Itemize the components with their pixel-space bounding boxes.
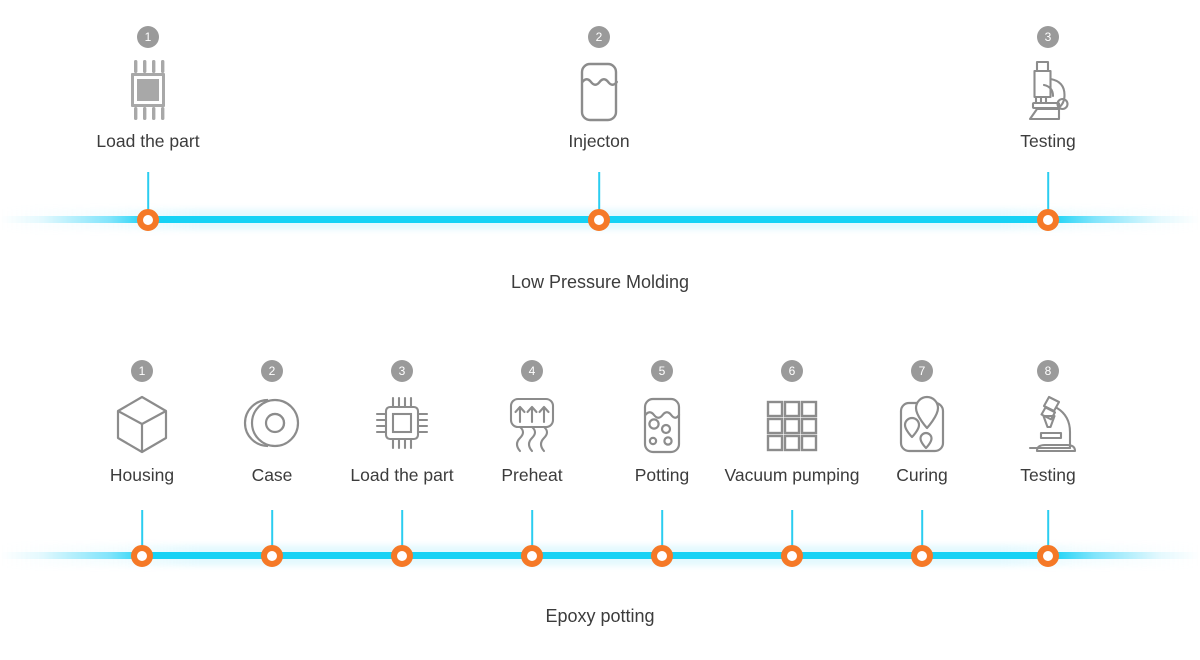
step-label: Injecton [568,131,630,151]
grid-squares-icon [702,389,882,457]
step-label: Testing [1020,465,1076,485]
timeline-section-low-pressure-molding: 1 Load the part 2 [0,0,1200,320]
timeline-node[interactable] [521,545,543,567]
step-label: Case [251,465,293,485]
step-number-badge: 2 [261,360,283,382]
stem-connector [531,510,533,554]
stem-connector [598,172,600,216]
timeline-step[interactable]: 2 Case [182,360,362,485]
section-caption: Low Pressure Molding [510,272,690,292]
step-number-badge: 1 [131,360,153,382]
step-number-badge: 2 [588,26,610,48]
reel-icon [182,389,362,457]
timeline-node[interactable] [1037,545,1059,567]
heater-arrows-icon [442,389,622,457]
step-label: Housing [109,465,175,485]
step-label: Vacuum pumping [724,465,860,485]
step-number-badge: 3 [1037,26,1059,48]
timeline-node[interactable] [911,545,933,567]
step-number-badge: 7 [911,360,933,382]
timeline-step[interactable]: 1 Load the part [58,26,238,151]
stem-connector [401,510,403,554]
timeline-step[interactable]: 2 Injecton [509,26,689,151]
timeline-node[interactable] [588,209,610,231]
step-number-badge: 6 [781,360,803,382]
stem-connector [791,510,793,554]
stem-connector [271,510,273,554]
step-label: Load the part [350,465,454,485]
stem-connector [141,510,143,554]
stem-connector [661,510,663,554]
timeline-node[interactable] [651,545,673,567]
step-label: Curing [896,465,948,485]
timeline-node[interactable] [137,209,159,231]
timeline-step[interactable]: 4 Preheat [442,360,622,485]
step-label: Preheat [501,465,563,485]
step-number-badge: 8 [1037,360,1059,382]
step-number-badge: 1 [137,26,159,48]
timeline-node[interactable] [261,545,283,567]
step-number-badge: 3 [391,360,413,382]
stem-connector [921,510,923,554]
microscope-angled-icon [958,389,1138,457]
cube-icon [52,389,232,457]
timeline-rail [0,552,1200,559]
step-label: Load the part [96,131,200,151]
step-label: Potting [634,465,690,485]
liquid-container-icon [509,55,689,123]
timeline-step[interactable]: 3 Testing [958,26,1138,151]
timeline-step[interactable]: 1 Housing [52,360,232,485]
stem-connector [147,172,149,216]
timeline-step[interactable]: 3 Load the part [312,360,492,485]
timeline-step[interactable]: 8 Testing [958,360,1138,485]
timeline-node[interactable] [391,545,413,567]
timeline-node[interactable] [781,545,803,567]
chip-filled-icon [58,55,238,123]
microscope-icon [958,55,1138,123]
step-label: Testing [1020,131,1076,151]
step-number-badge: 5 [651,360,673,382]
stem-connector [1047,510,1049,554]
timeline-node[interactable] [131,545,153,567]
step-number-badge: 4 [521,360,543,382]
timeline-step[interactable]: 6 Vacuum pumping [702,360,882,485]
timeline-step[interactable]: 5 Potting [572,360,752,485]
stem-connector [1047,172,1049,216]
section-caption: Epoxy potting [545,606,655,626]
timeline-section-epoxy-potting: 1 Housing 2 Case [0,330,1200,660]
chip-outline-icon [312,389,492,457]
droplets-panel-icon [832,389,1012,457]
timeline-node[interactable] [1037,209,1059,231]
timeline-step[interactable]: 7 Curing [832,360,1012,485]
bubbles-container-icon [572,389,752,457]
